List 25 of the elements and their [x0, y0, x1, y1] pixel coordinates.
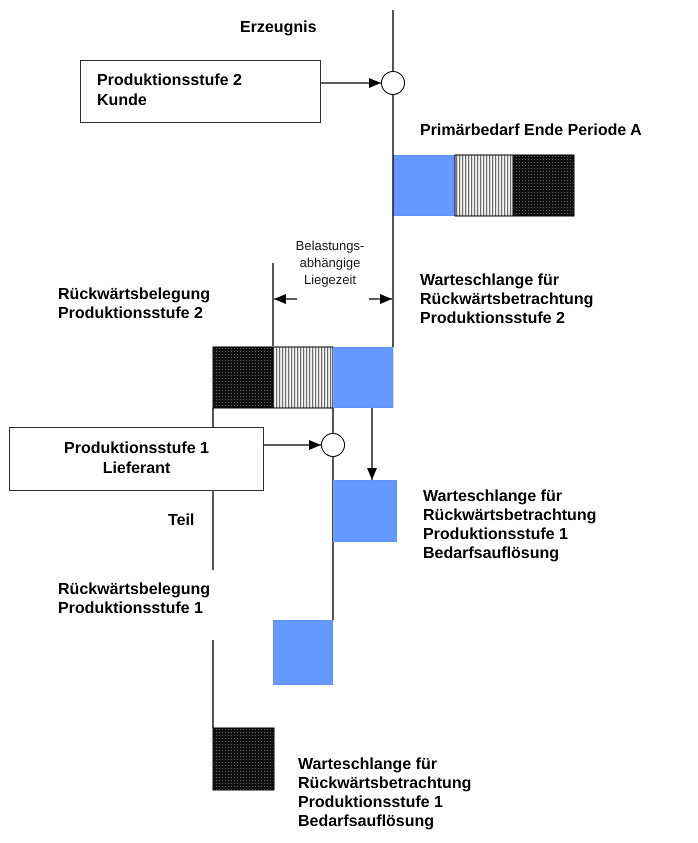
connector-line — [332, 457, 334, 620]
box-label: Produktionsstufe 1 Lieferant — [63, 439, 210, 479]
connector-line — [332, 408, 334, 433]
connector-line — [392, 10, 394, 71]
queue-label: Warteschlange für Rückwärtsbetrachtung Produktionsstufe 1 Bedarfsauflösung — [298, 755, 472, 831]
connector-line — [392, 95, 394, 347]
arrow — [367, 408, 377, 480]
process-box — [9, 427, 264, 491]
product-label: Erzeugnis — [240, 18, 318, 37]
junction-circle — [321, 433, 345, 457]
queue-block — [273, 620, 333, 685]
junction-circle — [381, 71, 405, 95]
queue-block — [333, 480, 397, 542]
arrow — [264, 440, 321, 450]
arrow — [321, 78, 381, 88]
process-box — [80, 60, 321, 123]
queue-label: Warteschlange für Rückwärtsbetrachtung Produktionsstufe 2 — [420, 271, 594, 328]
queue-block — [333, 347, 393, 408]
box-label: Produktionsstufe 2 Kunde — [97, 71, 243, 111]
dimension-label: Belastungs- abhängige Liegezeit — [294, 237, 366, 288]
queue-label: Warteschlange für Rückwärtsbetrachtung Produktionsstufe 1 Bedarfsauflösung — [423, 487, 598, 563]
step-label: Rückwärtsbelegung Produktionsstufe 2 — [58, 285, 212, 323]
step-label: Rückwärtsbelegung Produktionsstufe 1 — [58, 580, 212, 618]
demand-label: Primärbedarf Ende Periode A — [420, 121, 642, 140]
part-label: Teil — [168, 511, 196, 530]
